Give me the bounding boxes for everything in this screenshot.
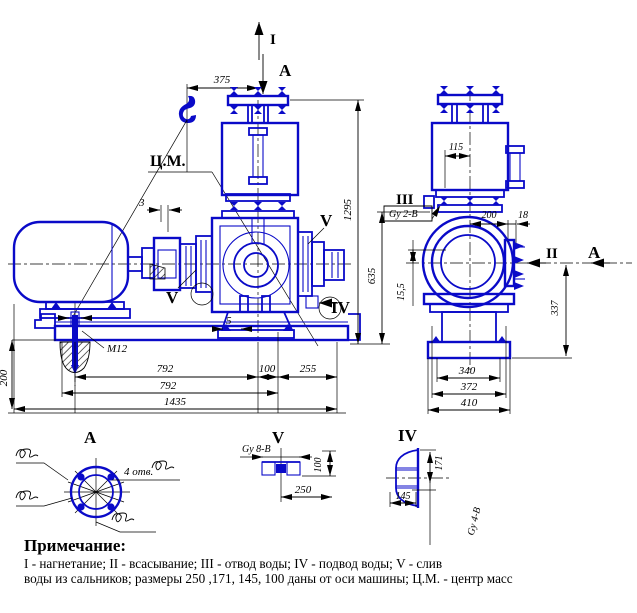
section-hatch-right [286, 461, 301, 476]
crane-hook-icon [178, 95, 196, 123]
dim-3: 3 [138, 197, 145, 209]
coupling-hatched-key [149, 263, 166, 280]
detail-v-dim-250: 250 [295, 484, 312, 496]
bolt-hole [77, 473, 85, 481]
note-line-1: I - нагнетание; II - всасывание; III - о… [24, 556, 443, 571]
detail-v-dim-100: 100 [313, 458, 324, 473]
end-view-tank [423, 86, 525, 213]
dim-1435: 1435 [164, 396, 187, 408]
detail-a-holes-note: 4 отв. [124, 466, 153, 478]
dim-375: 375 [213, 74, 231, 86]
dim-255: 255 [300, 363, 317, 375]
pump-body [195, 216, 345, 339]
dim-115: 115 [449, 142, 463, 153]
end-view-pedestal [422, 292, 516, 360]
dim-635: 635 [366, 267, 378, 284]
dim-1295: 1295 [342, 199, 354, 222]
section-label-I: I [270, 32, 276, 48]
thread-callout-text: Gy 2-B [389, 209, 418, 220]
bolt-hole [107, 473, 115, 481]
anchor-bolt-label: M12 [106, 343, 128, 355]
dim-5: 5 [226, 315, 232, 327]
detail-v-title: V [272, 428, 285, 447]
label-III: III [396, 192, 414, 208]
section-solid-center [276, 464, 286, 473]
dim-410: 410 [461, 397, 478, 409]
detail-a: A 4 отв. [15, 428, 180, 533]
dim-340: 340 [458, 365, 476, 377]
dim-18: 18 [518, 210, 528, 221]
detail-a-title: A [84, 428, 97, 447]
sling-line-left [71, 119, 188, 319]
dim-200: 200 [482, 210, 497, 221]
dim-15-5: 15,5 [396, 283, 407, 301]
discharge-tank [220, 87, 300, 219]
drain-leader-arc-right [318, 296, 342, 320]
detail-iv-title: IV [398, 426, 418, 445]
suction-flange [503, 238, 525, 290]
illegible-dia-callout [15, 490, 39, 501]
bolt-hole [77, 503, 85, 511]
label-V-upper: V [320, 211, 333, 230]
dim-372: 372 [460, 381, 478, 393]
label-IV: IV [331, 298, 351, 317]
flange-inner-circle [78, 474, 114, 510]
flange-outer-circle [69, 465, 123, 519]
illegible-dia-callout [151, 460, 175, 471]
dim-792-row1: 792 [157, 363, 174, 375]
dim-337: 337 [550, 300, 561, 317]
detail-iv-dim-171: 171 [434, 456, 445, 471]
note-line-2: воды из сальников; размеры 250 ,171, 145… [24, 570, 513, 586]
dim-100: 100 [259, 363, 276, 375]
center-of-mass-label: Ц.М. [150, 153, 186, 170]
detail-v: V Gy 8-B 100 250 [240, 428, 336, 502]
dim-200-vertical: 200 [0, 369, 10, 386]
thread-callout-box [383, 205, 433, 222]
detail-v-thread: Gy 8-B [242, 444, 271, 455]
label-II: II [546, 246, 558, 262]
drawing-note: Примечание: I - нагнетание; II - всасыва… [24, 536, 630, 587]
detail-iv-dim-145: 145 [396, 491, 411, 502]
label-A-right: A [588, 243, 601, 262]
label-V-lower: V [166, 288, 179, 307]
section-hatch-left [261, 461, 276, 476]
bolt-hole [107, 503, 115, 511]
detail-iv-thread: Gy 4-B [466, 506, 484, 536]
drain-leader-arc-left [190, 282, 214, 306]
electric-motor [12, 220, 143, 319]
side-view: I A 375 Ц.М. 3 [0, 22, 430, 414]
detail-iv: IV 171 145 Gy 4-B [386, 426, 483, 545]
end-view: 115 III Gy 2-B 200 18 II A 15,5 [383, 86, 632, 414]
dim-792-row2: 792 [160, 380, 177, 392]
illegible-dia-callout [15, 448, 39, 459]
section-label-A: A [279, 61, 292, 80]
note-heading: Примечание: [24, 536, 127, 555]
illegible-dia-callout [111, 512, 135, 523]
